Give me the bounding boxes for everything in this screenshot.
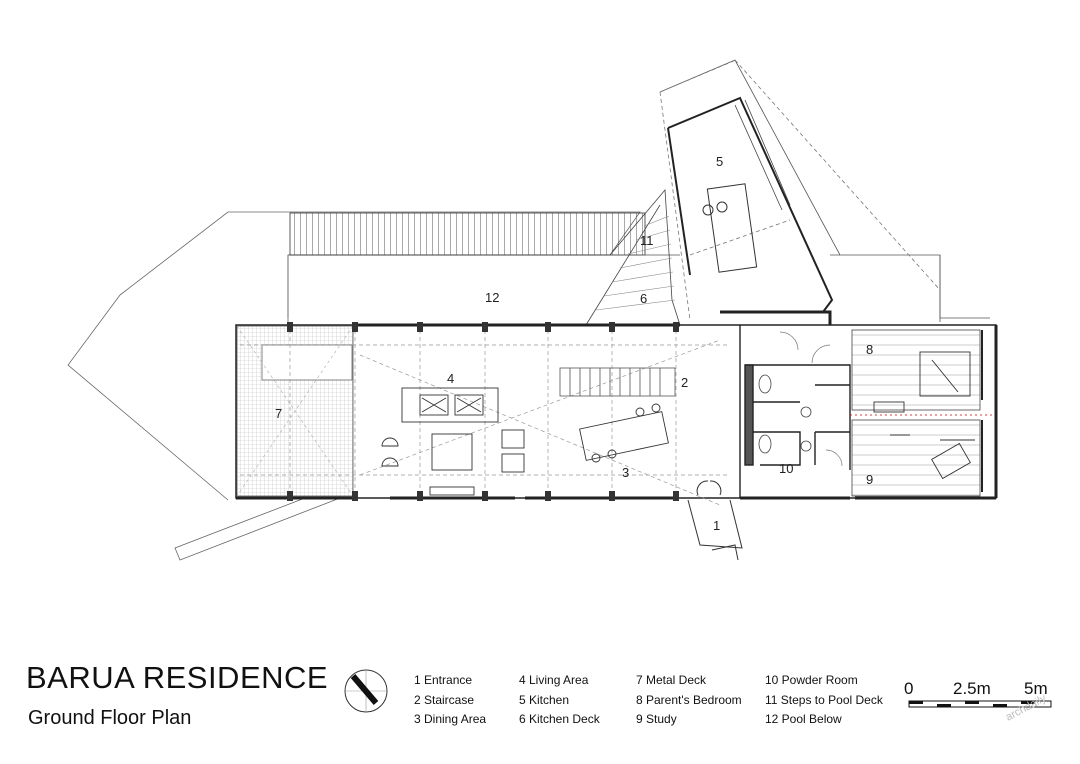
bedroom-furniture <box>850 351 995 480</box>
service-core <box>739 325 851 498</box>
room-number-pool-steps: 11 <box>640 233 654 248</box>
legend-item: 11 Steps to Pool Deck <box>765 692 883 707</box>
bedroom-deck <box>851 329 981 497</box>
room-number-staircase: 2 <box>681 375 688 390</box>
door-swings <box>779 331 843 467</box>
metal-deck <box>236 325 354 497</box>
legend-item: 3 Dining Area <box>414 712 487 726</box>
kitchen-counter <box>734 99 791 211</box>
legend-item: 1 Entrance <box>414 673 473 687</box>
column-grid <box>240 330 730 506</box>
legend-column-4: 10 Powder Room 11 Steps to Pool Deck 12 … <box>765 671 883 730</box>
legend-item: 5 Kitchen <box>519 692 570 707</box>
main-building-walls <box>236 310 998 500</box>
main-staircase <box>559 367 676 397</box>
room-number-living: 4 <box>447 371 454 386</box>
legend-item: 6 Kitchen Deck <box>519 712 600 726</box>
room-number-kitchen-deck: 6 <box>640 291 647 306</box>
kitchen-wing <box>667 96 834 313</box>
kitchen-island <box>702 183 758 273</box>
living-furniture <box>381 387 525 496</box>
room-number-study: 9 <box>866 472 873 487</box>
legend-column-3: 7 Metal Deck 8 Parent's Bedroom 9 Study <box>636 671 742 730</box>
legend-item: 8 Parent's Bedroom <box>636 692 742 707</box>
drawing-title: BARUA RESIDENCE <box>26 660 329 695</box>
scale-bar <box>908 700 1052 708</box>
legend-item: 10 Powder Room <box>765 673 858 687</box>
legend-column-1: 1 Entrance 2 Staircase 3 Dining Area <box>414 671 486 730</box>
dining-table <box>579 403 669 463</box>
room-number-dining: 3 <box>622 465 629 480</box>
legend-item: 9 Study <box>636 712 677 726</box>
upper-stair-band <box>289 212 646 256</box>
room-number-kitchen: 5 <box>716 154 723 169</box>
kitchen-wing-dashes <box>659 59 941 321</box>
legend-item: 7 Metal Deck <box>636 673 707 687</box>
columns <box>287 322 679 501</box>
north-arrow-icon <box>344 669 388 713</box>
legend-column-2: 4 Living Area 5 Kitchen 6 Kitchen Deck <box>519 671 600 730</box>
room-number-bedroom: 8 <box>866 342 873 357</box>
toilets <box>758 374 812 454</box>
room-number-pool: 12 <box>485 290 499 305</box>
room-number-entrance: 1 <box>713 518 720 533</box>
scale-label-end: 5m <box>1024 679 1048 698</box>
kitchen-deck <box>585 188 681 326</box>
room-number-powder-room: 10 <box>779 461 793 476</box>
site-outline <box>67 211 641 561</box>
scale-label-mid: 2.5m <box>953 679 991 698</box>
kitchen-deck-steps <box>595 215 676 311</box>
entrance-stair <box>687 480 743 561</box>
scale-label-zero: 0 <box>904 679 914 698</box>
legend-item: 4 Living Area <box>519 673 589 687</box>
legend-item: 2 Staircase <box>414 692 475 707</box>
legend-item: 12 Pool Below <box>765 712 842 726</box>
drawing-subtitle: Ground Floor Plan <box>28 707 192 729</box>
room-number-metal-deck: 7 <box>275 406 282 421</box>
